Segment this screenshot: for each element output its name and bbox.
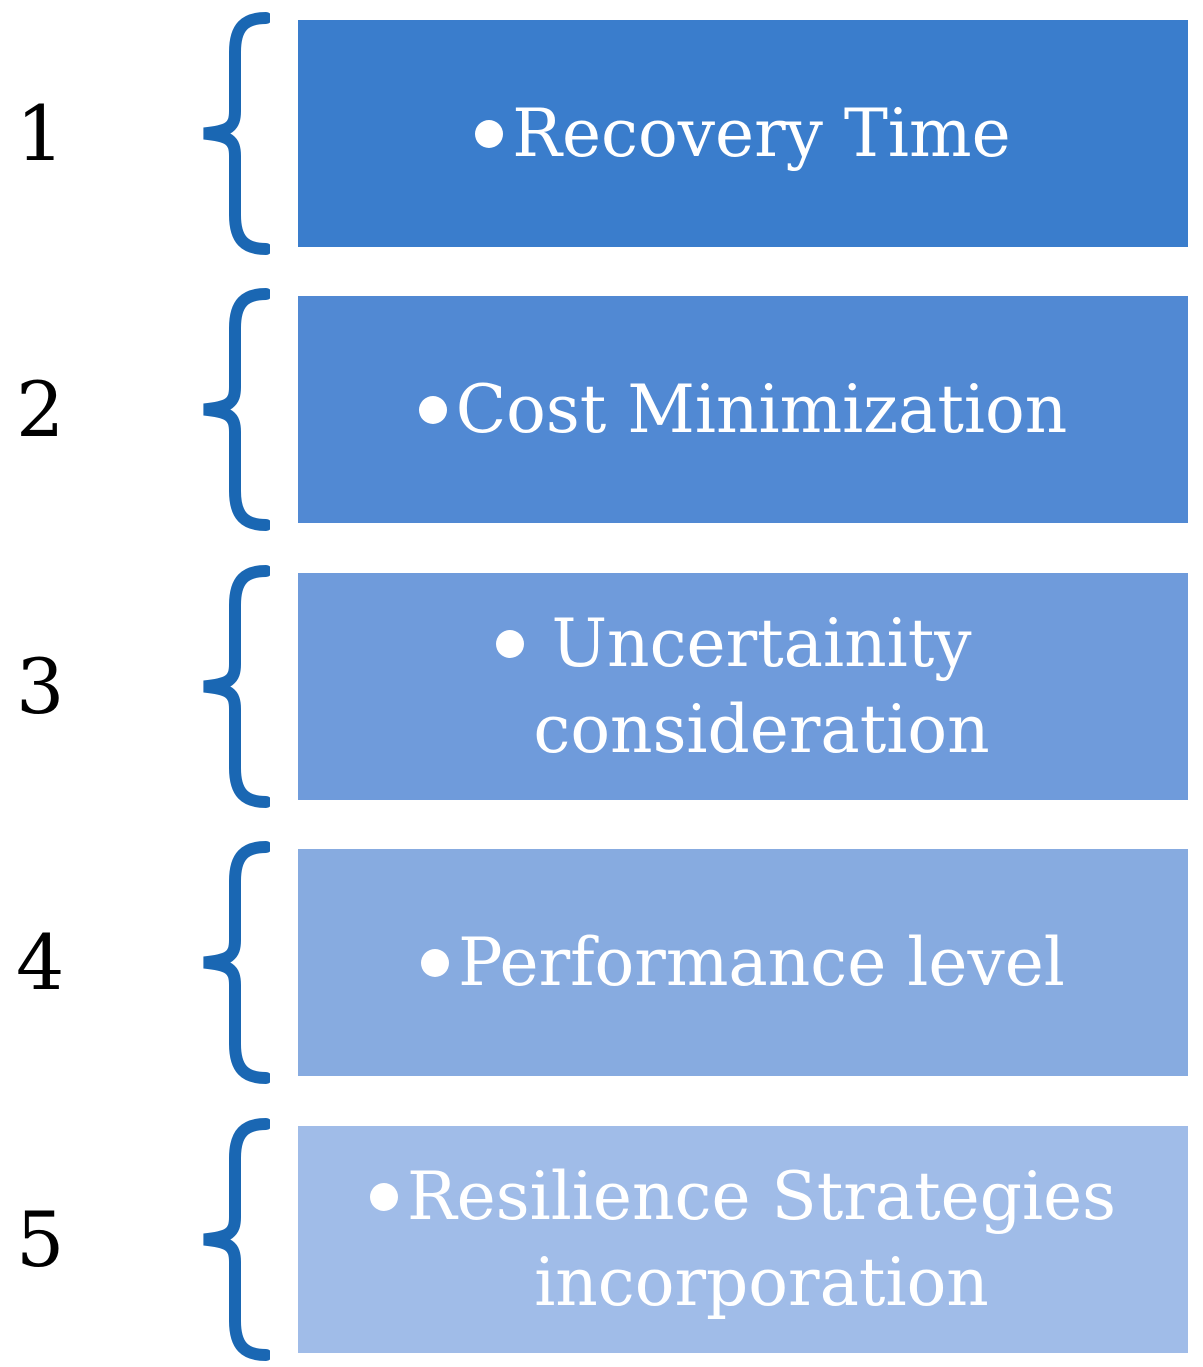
- list-item: 4 Performance level: [0, 841, 1203, 1084]
- item-number: 4: [16, 917, 65, 1007]
- list-item: 1 Recovery Time: [0, 12, 1203, 255]
- item-label: Recovery Time: [512, 94, 1011, 172]
- brace-icon: [198, 288, 270, 531]
- item-label: Uncertainity consideration: [533, 605, 990, 768]
- item-number: 2: [16, 364, 65, 454]
- brace-icon: [198, 12, 270, 255]
- item-number: 1: [16, 88, 65, 178]
- item-bar: Performance level: [298, 849, 1188, 1076]
- item-label: Cost Minimization: [455, 370, 1068, 448]
- list-item: 3 Uncertainity consideration: [0, 565, 1203, 808]
- item-number: 5: [16, 1194, 65, 1284]
- bullet-icon: [496, 630, 525, 659]
- item-label: Resilience Strategies incorporation: [406, 1158, 1117, 1321]
- item-bar: Recovery Time: [298, 20, 1188, 247]
- item-bar: Cost Minimization: [298, 296, 1188, 523]
- brace-icon: [198, 1118, 270, 1361]
- bullet-icon: [369, 1183, 398, 1212]
- item-content: Cost Minimization: [418, 367, 1068, 452]
- item-content: Uncertainity consideration: [496, 601, 990, 771]
- brace-icon: [198, 841, 270, 1084]
- item-content: Performance level: [421, 920, 1065, 1005]
- bullet-icon: [475, 119, 504, 148]
- bullet-icon: [421, 948, 450, 977]
- list-item: 5 Resilience Strategies incorporation: [0, 1118, 1203, 1361]
- list-item: 2 Cost Minimization: [0, 288, 1203, 531]
- item-bar: Uncertainity consideration: [298, 573, 1188, 800]
- item-label: Performance level: [458, 923, 1065, 1001]
- item-content: Resilience Strategies incorporation: [369, 1154, 1117, 1324]
- bullet-icon: [418, 395, 447, 424]
- item-bar: Resilience Strategies incorporation: [298, 1126, 1188, 1353]
- item-number: 3: [16, 641, 65, 731]
- brace-icon: [198, 565, 270, 808]
- item-content: Recovery Time: [475, 91, 1011, 176]
